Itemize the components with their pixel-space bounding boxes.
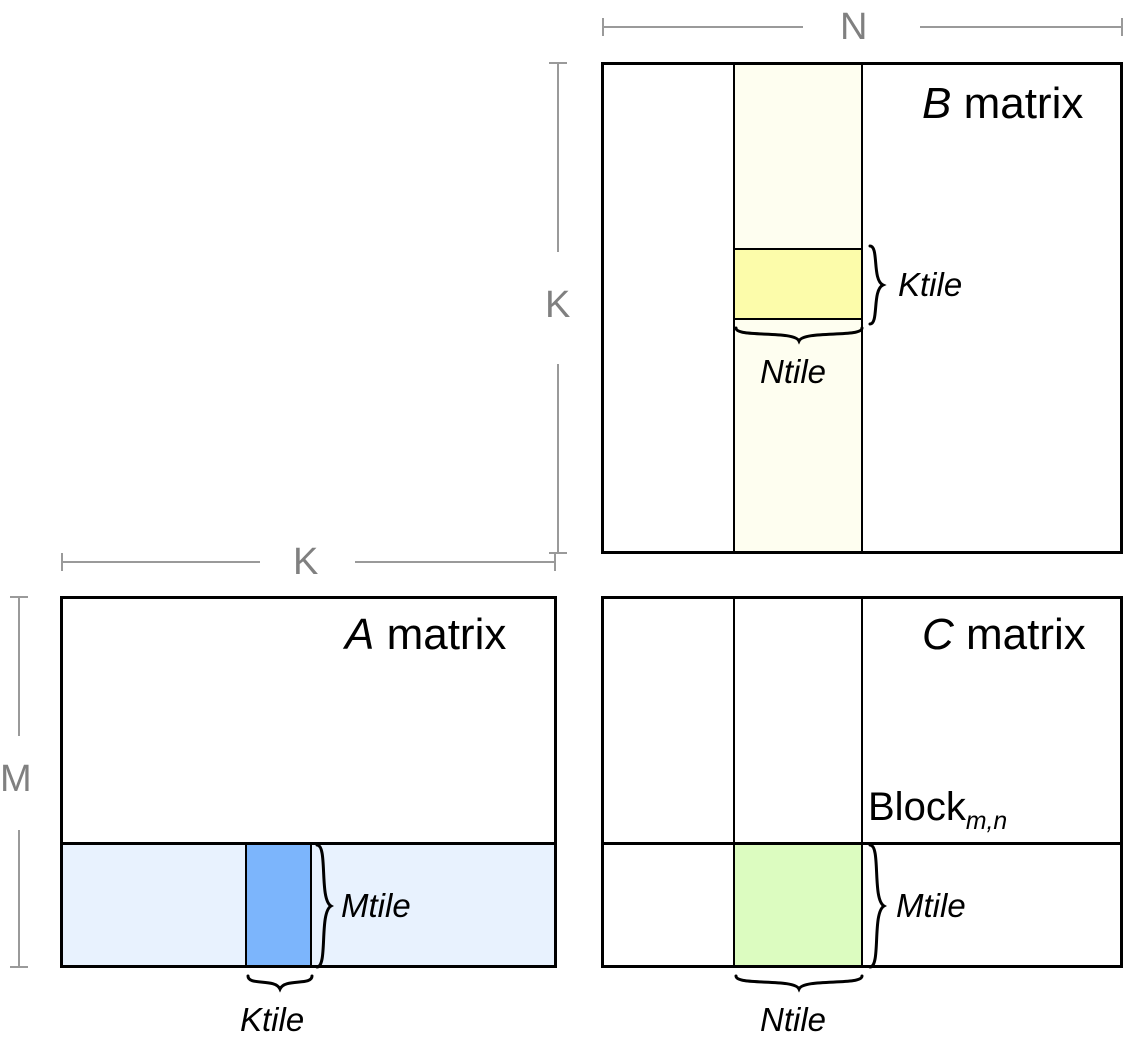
a-ktile-brace bbox=[246, 974, 314, 993]
c-mtile-label: Mtile bbox=[896, 887, 966, 924]
b-ntile-brace bbox=[734, 326, 864, 345]
n-dimension-cap-right bbox=[1121, 18, 1123, 36]
k-vertical-line-top bbox=[557, 62, 559, 252]
b-ktile-label: Ktile bbox=[898, 266, 963, 303]
n-dimension-cap-left bbox=[602, 18, 604, 36]
m-dimension-cap-bottom bbox=[10, 966, 28, 968]
c-matrix-title-rest: matrix bbox=[953, 610, 1086, 659]
m-dimension-label: M bbox=[0, 758, 32, 800]
a-matrix-ktile-tile bbox=[245, 845, 312, 965]
c-matrix-block-label-subscript: m,n bbox=[965, 808, 1008, 835]
k-horizontal-cap-left bbox=[61, 553, 63, 571]
b-ntile-label: Ntile bbox=[760, 353, 827, 390]
k-vertical-cap-bottom bbox=[549, 552, 567, 554]
n-dimension-line-right bbox=[920, 26, 1122, 28]
c-ntile-brace bbox=[734, 974, 864, 993]
a-mtile-label: Mtile bbox=[341, 887, 411, 924]
b-matrix-title-rest: matrix bbox=[951, 79, 1084, 128]
k-horizontal-line-left bbox=[62, 561, 260, 563]
b-matrix-ktile-tile bbox=[733, 248, 863, 320]
c-matrix-block-label: Blockm,n bbox=[868, 787, 1007, 835]
b-ktile-brace bbox=[868, 244, 887, 326]
m-dimension-line-top bbox=[18, 596, 20, 736]
a-matrix-title-rest: matrix bbox=[374, 610, 507, 659]
c-matrix-block-tile bbox=[735, 845, 861, 965]
k-horizontal-line-right bbox=[355, 561, 555, 563]
k-vertical-label: K bbox=[545, 284, 571, 326]
c-matrix-divider-horizontal bbox=[601, 842, 1123, 845]
c-matrix-divider-right bbox=[861, 599, 863, 965]
k-horizontal-cap-right bbox=[554, 553, 556, 571]
k-vertical-line-bottom bbox=[557, 364, 559, 554]
c-matrix-title-letter: C bbox=[922, 610, 954, 659]
a-mtile-brace bbox=[315, 843, 334, 969]
c-ntile-label: Ntile bbox=[760, 1001, 827, 1038]
c-matrix-block-label-text: Block bbox=[868, 785, 966, 829]
b-matrix-title: B matrix bbox=[922, 82, 1083, 126]
c-matrix-divider-left bbox=[733, 599, 735, 965]
n-dimension-label: N bbox=[840, 6, 868, 48]
m-dimension-line-bottom bbox=[18, 830, 20, 968]
k-horizontal-label: K bbox=[293, 541, 319, 583]
a-matrix-title: A matrix bbox=[345, 613, 506, 657]
b-matrix-title-letter: B bbox=[922, 79, 952, 128]
a-matrix-title-letter: A bbox=[345, 610, 375, 659]
c-mtile-brace bbox=[868, 843, 887, 969]
c-matrix-title: C matrix bbox=[922, 613, 1086, 657]
k-vertical-cap-top bbox=[549, 62, 567, 64]
a-matrix-divider-horizontal bbox=[60, 842, 557, 845]
m-dimension-cap-top bbox=[10, 596, 28, 598]
a-ktile-label: Ktile bbox=[240, 1001, 305, 1038]
n-dimension-line-left bbox=[603, 26, 803, 28]
